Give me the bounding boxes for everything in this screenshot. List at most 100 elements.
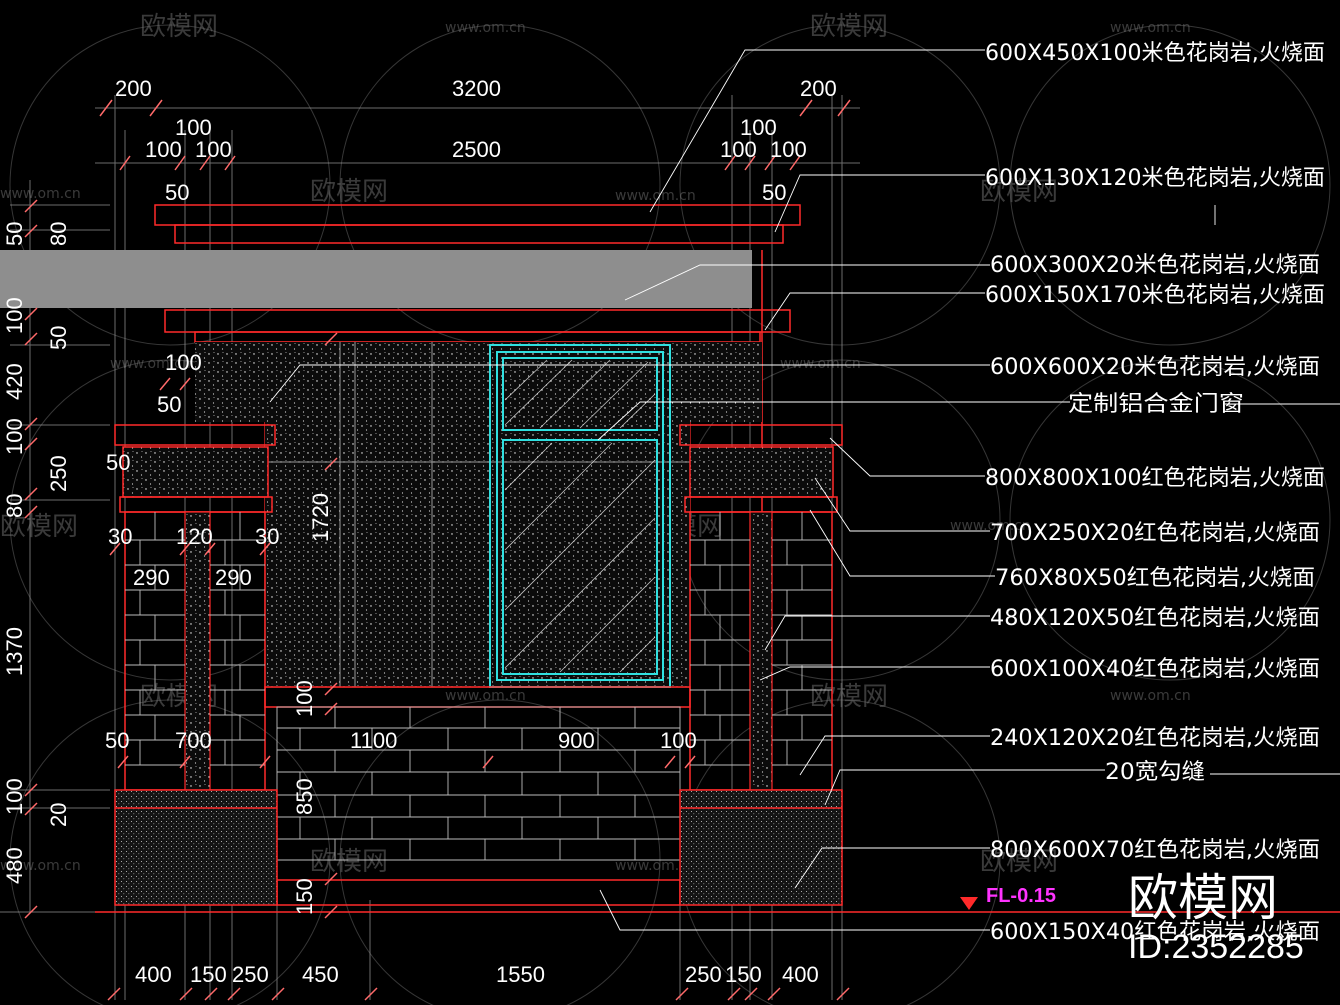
- watermark-brand: 欧模网: [810, 12, 888, 42]
- bottom-dimensions: 400 150 250 450 1550 250 150 400: [135, 962, 819, 987]
- annotation-label: 760X80X50红色花岗岩,火烧面: [995, 566, 1315, 591]
- left-dimensions: 50 80 100 50 420 100 250 80 1370 100 20 …: [2, 222, 71, 884]
- dim-label: 80: [2, 494, 27, 518]
- dim-label: 100: [770, 137, 807, 162]
- annotation-label: 600X450X100米色花岗岩,火烧面: [985, 41, 1325, 66]
- dim-label: 3200: [452, 76, 501, 101]
- watermark-brand: 欧模网: [310, 847, 388, 877]
- dim-label: 100: [720, 137, 757, 162]
- dim-label: 2500: [452, 137, 501, 162]
- watermark-url: www.om.cn: [1110, 688, 1191, 704]
- dim-label: 50: [762, 180, 786, 205]
- watermark-brand: 欧模网: [810, 682, 888, 712]
- floor-level-marker: FL-0.15: [960, 885, 1056, 910]
- watermark-url: www.om.cn: [615, 858, 696, 874]
- dimension-ticks: [24, 99, 851, 1001]
- material-annotations: 600X450X100米色花岗岩,火烧面 600X130X120米色花岗岩,火烧…: [985, 41, 1325, 945]
- dim-label: 50: [105, 728, 129, 753]
- dim-label: 200: [800, 76, 837, 101]
- dim-label: 80: [46, 222, 71, 246]
- watermark-url: www.om.cn: [0, 186, 81, 202]
- dim-label: 30: [108, 524, 132, 549]
- dim-label: 120: [176, 524, 213, 549]
- left-pillar: [114, 424, 278, 906]
- annotation-label: 800X600X70红色花岗岩,火烧面: [990, 838, 1320, 863]
- roof-sub-cap: [174, 224, 784, 244]
- watermark-brand: 欧模网: [980, 847, 1058, 877]
- dim-label: 30: [255, 524, 279, 549]
- annotation-label: 600X150X40红色花岗岩,火烧面: [990, 920, 1320, 945]
- watermark-url: www.om.cn: [445, 20, 526, 36]
- dim-label: 100: [740, 115, 777, 140]
- level-label: FL-0.15: [986, 885, 1056, 907]
- annotation-label: 600X150X170米色花岗岩,火烧面: [985, 283, 1325, 308]
- brand-id: ID:2352285: [1128, 928, 1304, 966]
- dim-label: 250: [232, 962, 269, 987]
- dim-label: 700: [175, 728, 212, 753]
- dim-label: 100: [195, 137, 232, 162]
- gray-fascia-band: [0, 250, 752, 308]
- lower-cornice: [164, 309, 791, 333]
- brand-name: 欧模网: [1128, 869, 1278, 927]
- dim-label: 420: [2, 363, 27, 400]
- dim-label: 150: [725, 962, 762, 987]
- dim-label: 100: [165, 350, 202, 375]
- dim-label: 100: [2, 418, 27, 455]
- dim-label: 400: [782, 962, 819, 987]
- annotation-label: 600X600X20米色花岗岩,火烧面: [990, 355, 1320, 380]
- annotation-label: 700X250X20红色花岗岩,火烧面: [990, 521, 1320, 546]
- watermark-brand: 欧模网: [310, 177, 388, 207]
- base-plinth: [276, 879, 681, 906]
- dim-label: 50: [46, 326, 71, 350]
- watermark-url: www.om.cn: [780, 356, 861, 372]
- annotation-label: 800X800X100红色花岗岩,火烧面: [985, 466, 1325, 491]
- dim-label: 290: [133, 565, 170, 590]
- building-elevation: [0, 204, 1340, 913]
- dim-label: 50: [165, 180, 189, 205]
- annotation-label: 600X300X20米色花岗岩,火烧面: [990, 253, 1320, 278]
- dim-label: 50: [106, 450, 130, 475]
- annotation-label: 20宽勾缝: [1105, 760, 1205, 785]
- watermark-url: www.om.cn: [445, 688, 526, 704]
- level-triangle-icon: [960, 897, 978, 910]
- dim-label: 1370: [2, 627, 27, 676]
- dim-label: 100: [175, 115, 212, 140]
- dim-label: 50: [157, 392, 181, 417]
- annotation-label: 600X100X40红色花岗岩,火烧面: [990, 657, 1320, 682]
- annotation-label: 600X130X120米色花岗岩,火烧面: [985, 166, 1325, 191]
- dim-label: 290: [215, 565, 252, 590]
- dim-label: 100: [292, 680, 317, 717]
- dim-label: 400: [135, 962, 172, 987]
- annotation-label: 240X120X20红色花岗岩,火烧面: [990, 726, 1320, 751]
- dim-label: 100: [660, 728, 697, 753]
- dim-label: 150: [190, 962, 227, 987]
- roof-cap-stone: [154, 204, 801, 226]
- annotation-label: 480X120X50红色花岗岩,火烧面: [990, 606, 1320, 631]
- watermark-url: www.om.cn: [615, 188, 696, 204]
- watermark-url: www.om.cn: [950, 518, 1031, 534]
- dim-label: 250: [46, 455, 71, 492]
- dim-label: 200: [115, 76, 152, 101]
- dim-label: 100: [2, 297, 27, 334]
- dim-label: 150: [292, 878, 317, 915]
- right-pillar: [679, 424, 843, 906]
- watermark-url: www.om.cn: [1110, 20, 1191, 36]
- dim-label: 250: [685, 962, 722, 987]
- dim-label: 1100: [350, 728, 397, 753]
- dim-label: 450: [302, 962, 339, 987]
- annotation-label: 定制铝合金门窗: [1068, 392, 1244, 417]
- dim-label: 100: [145, 137, 182, 162]
- dim-label: 1720: [308, 493, 333, 542]
- inner-dimensions: 100 50 50 30 120 30 290 290 1720 100 50 …: [105, 350, 697, 915]
- dim-label: 20: [46, 803, 71, 827]
- watermark-url: www.om.cn: [110, 356, 191, 372]
- watermark-url: www.om.cn: [0, 858, 81, 874]
- dim-label: 50: [2, 222, 27, 246]
- watermark-brand: 欧模网: [980, 177, 1058, 207]
- dim-label: 480: [2, 847, 27, 884]
- watermark-brand: 欧模网: [0, 512, 78, 542]
- dim-label: 100: [2, 778, 27, 815]
- watermark-brand: 欧模网: [140, 12, 218, 42]
- dim-label: 900: [558, 728, 595, 753]
